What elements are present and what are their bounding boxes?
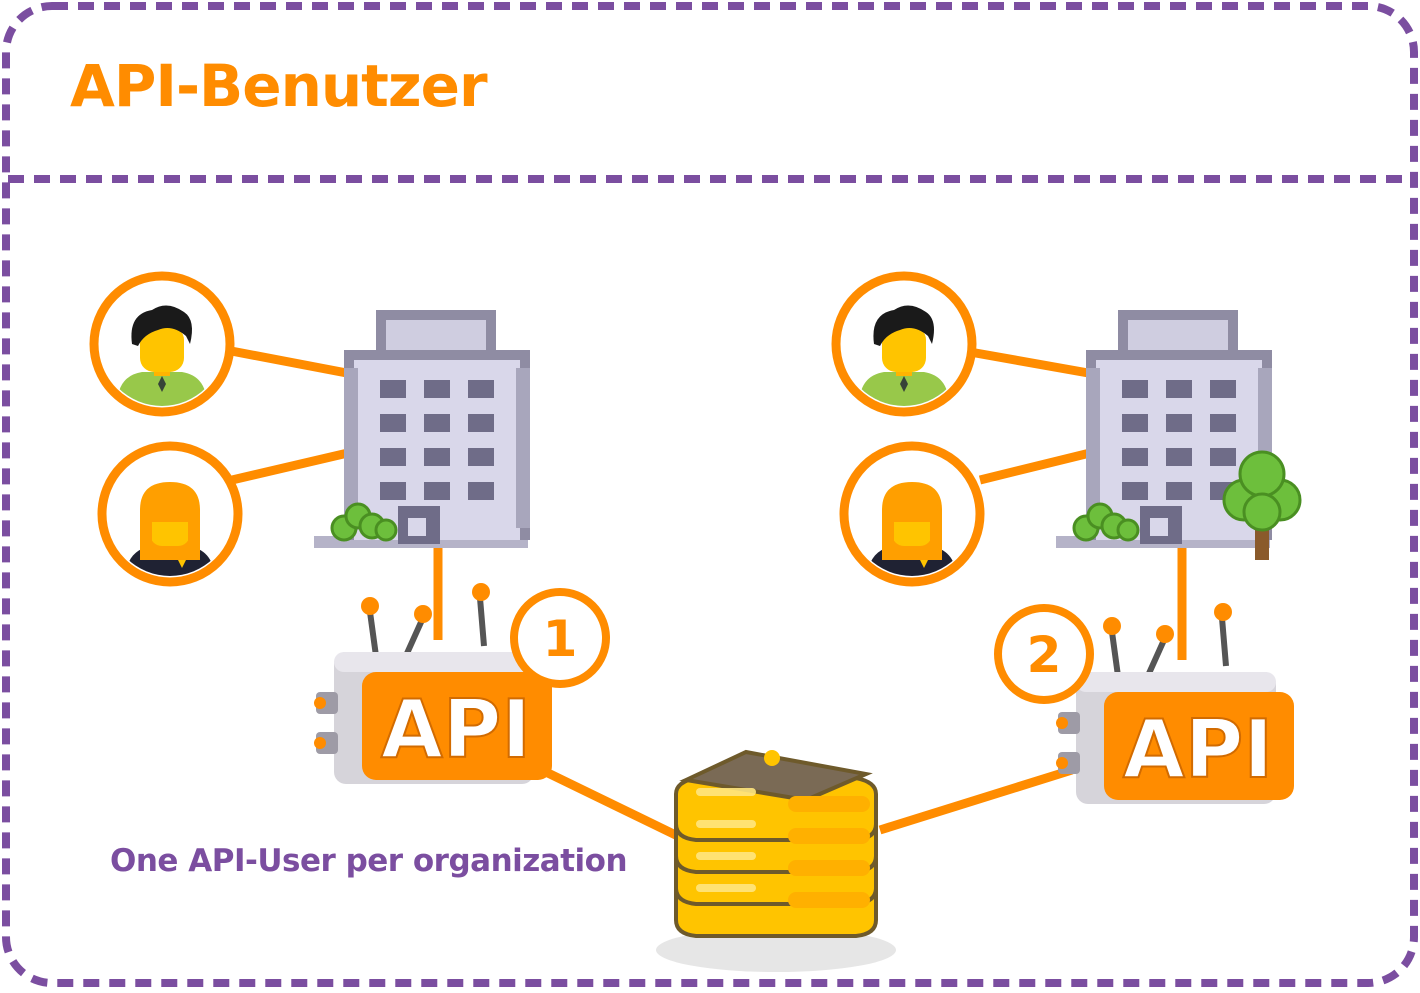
api-server-1: API bbox=[314, 583, 552, 784]
badge-1: 1 bbox=[510, 588, 610, 688]
avatar-male-org1 bbox=[89, 271, 235, 417]
connector-user3-building2 bbox=[969, 347, 1095, 379]
connector-user2-building1 bbox=[230, 447, 354, 485]
organization-2: API 2 bbox=[831, 271, 1302, 804]
building-icon bbox=[312, 308, 532, 550]
connector-user1-building1 bbox=[225, 345, 353, 379]
api-server-2: API bbox=[1056, 603, 1294, 804]
avatar-male-org2 bbox=[831, 271, 977, 417]
database-stack-icon bbox=[654, 748, 898, 974]
api-label: API bbox=[381, 683, 531, 776]
badge-number: 1 bbox=[543, 610, 578, 668]
connector-user4-building2 bbox=[978, 447, 1096, 485]
diagram-caption: One API-User per organization bbox=[110, 843, 628, 879]
page-title: API-Benutzer bbox=[70, 52, 488, 120]
avatar-female-org1 bbox=[97, 441, 243, 587]
connector-database-api2 bbox=[878, 765, 1074, 835]
badge-2: 2 bbox=[994, 604, 1094, 704]
avatar-female-org2 bbox=[839, 441, 985, 587]
api-label: API bbox=[1123, 703, 1273, 796]
organization-1: API 1 bbox=[89, 271, 610, 784]
badge-number: 2 bbox=[1027, 626, 1062, 684]
